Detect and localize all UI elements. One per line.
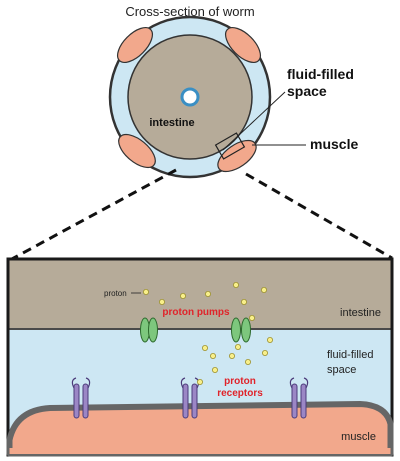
muscle-quadrant <box>117 27 153 63</box>
proton-dot <box>209 352 216 359</box>
proton-label: proton <box>104 289 127 298</box>
fluid-space-label-line1: fluid-filled <box>287 66 354 82</box>
proton-receptor <box>289 377 309 419</box>
proton-dot <box>204 290 211 297</box>
fluid-space-detail-line2: space <box>327 364 356 376</box>
diagram-title: Cross-section of worm <box>125 4 254 19</box>
intestine-detail-label: intestine <box>340 307 381 319</box>
muscle-label: muscle <box>310 136 358 152</box>
proton-dot <box>266 336 273 343</box>
muscle-quadrant <box>118 133 156 169</box>
proton-dot <box>158 298 165 305</box>
proton-receptor <box>180 377 200 419</box>
proton-dot <box>260 286 267 293</box>
proton-dot <box>179 292 186 299</box>
proton-dot <box>232 281 239 288</box>
muscle-quadrant <box>217 139 257 173</box>
muscle-quadrant <box>225 27 261 63</box>
proton-dot <box>201 344 208 351</box>
fluid-space-leader <box>222 91 286 151</box>
proton-pump <box>231 317 251 343</box>
zoom-box <box>214 132 246 160</box>
proton-pump <box>140 317 158 343</box>
intestine-label: intestine <box>149 117 194 129</box>
proton-dot <box>228 352 235 359</box>
muscle-detail-label: muscle <box>341 431 376 443</box>
proton-dot <box>261 349 268 356</box>
proton-dot <box>211 366 218 373</box>
proton-dot <box>196 378 203 385</box>
proton-dot <box>240 298 247 305</box>
proton-dot <box>234 343 241 350</box>
proton-pumps-label: proton pumps <box>162 307 230 318</box>
fluid-space-label-line2: space <box>287 83 327 99</box>
proton-dot <box>248 314 255 321</box>
intestine-lumen <box>180 87 200 107</box>
zoom-line-right <box>245 172 393 260</box>
detail-panel: proton proton pumps intestine fluid-fill… <box>6 257 394 457</box>
protons <box>142 281 273 385</box>
proton-receptor <box>71 377 91 419</box>
worm-cross-section: intestine fluid-filled space muscle <box>108 15 358 179</box>
proton-receptors-label-line2: receptors <box>217 388 263 399</box>
zoom-line-left <box>9 168 177 262</box>
muscle-cell <box>6 401 394 457</box>
proton-dot <box>244 358 251 365</box>
intestine-layer <box>9 260 391 329</box>
proton-dot <box>142 288 149 295</box>
fluid-space-detail-line1: fluid-filled <box>327 349 373 361</box>
proton-receptors-label-line1: proton <box>224 376 256 387</box>
